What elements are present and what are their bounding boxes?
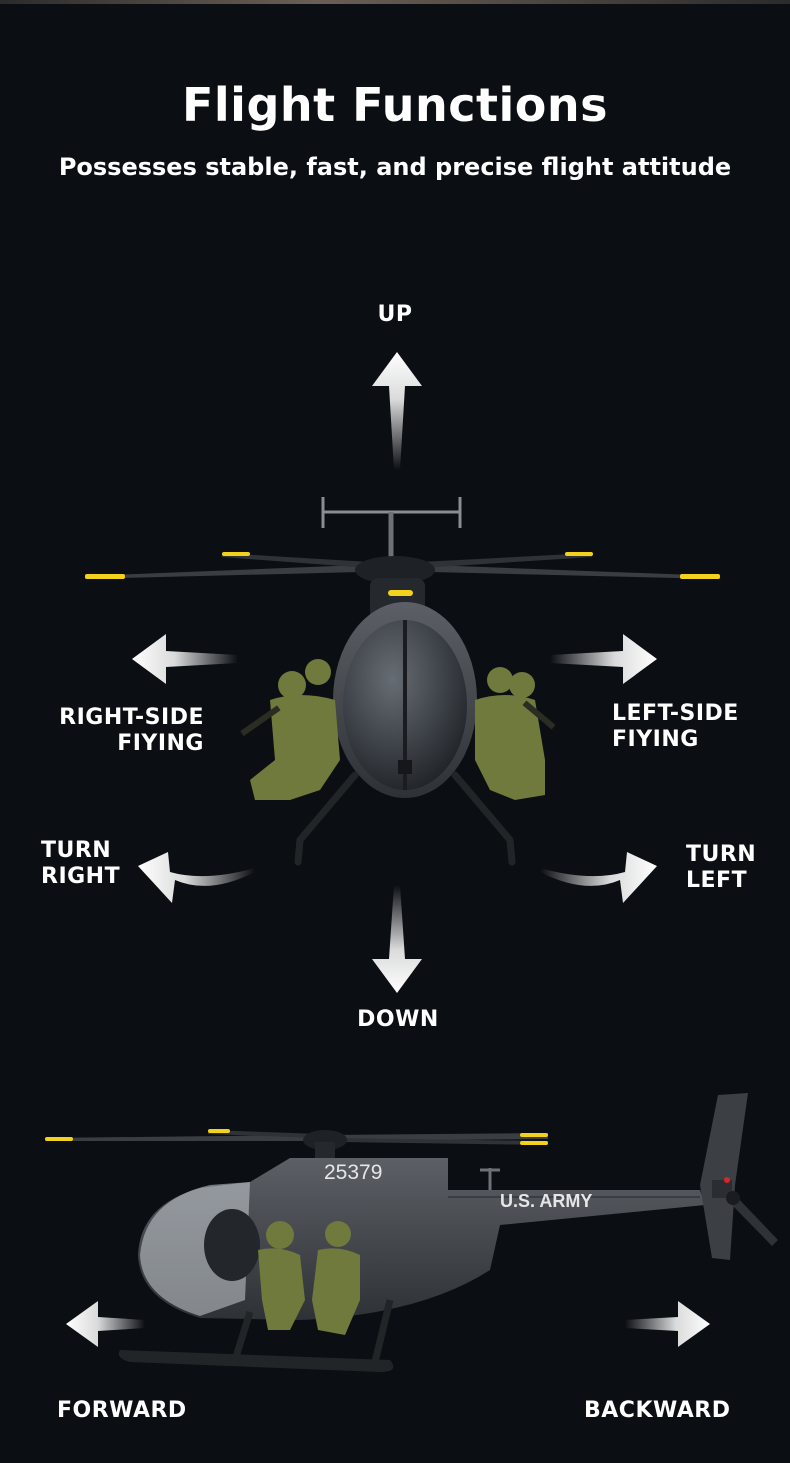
arrow-backward-icon	[625, 1301, 710, 1347]
label-backward: BACKWARD	[584, 1398, 731, 1423]
label-forward: FORWARD	[57, 1398, 187, 1423]
us-army-marking: U.S. ARMY	[500, 1191, 593, 1211]
label-turn-left-line2: LEFT	[686, 868, 748, 893]
arrow-left-icon	[132, 634, 238, 684]
label-turn-right: TURN RIGHT	[41, 838, 120, 890]
page-subtitle: Possesses stable, fast, and precise flig…	[58, 153, 732, 181]
label-turn-right-line1: TURN	[41, 838, 112, 863]
helicopter-front-view	[85, 497, 720, 866]
label-right-side-line1: RIGHT-SIDE	[59, 705, 204, 730]
label-left-side-line1: LEFT-SIDE	[612, 701, 739, 726]
page-title: Flight Functions	[181, 78, 609, 132]
arrow-forward-icon	[66, 1301, 145, 1347]
label-down: DOWN	[357, 1007, 439, 1032]
label-left-side-line2: FIYING	[612, 727, 699, 752]
label-left-side-flying: LEFT-SIDE FIYING	[612, 701, 739, 753]
label-turn-right-line2: RIGHT	[41, 864, 121, 889]
arrow-down-icon	[372, 885, 422, 993]
label-right-side-flying: RIGHT-SIDE FIYING	[30, 705, 204, 757]
curved-arrow-turn-left-icon	[540, 852, 657, 903]
helicopter-side-view	[45, 1093, 778, 1372]
label-turn-left: TURN LEFT	[686, 842, 756, 894]
tail-number: 25379	[324, 1161, 383, 1184]
label-turn-left-line1: TURN	[686, 842, 757, 867]
curved-arrow-turn-right-icon	[138, 852, 255, 903]
label-right-side-line2: FIYING	[117, 731, 204, 756]
arrow-up-icon	[372, 352, 422, 470]
arrow-right-icon	[550, 634, 657, 684]
label-up: UP	[377, 302, 413, 327]
top-edge-strip	[0, 0, 790, 4]
